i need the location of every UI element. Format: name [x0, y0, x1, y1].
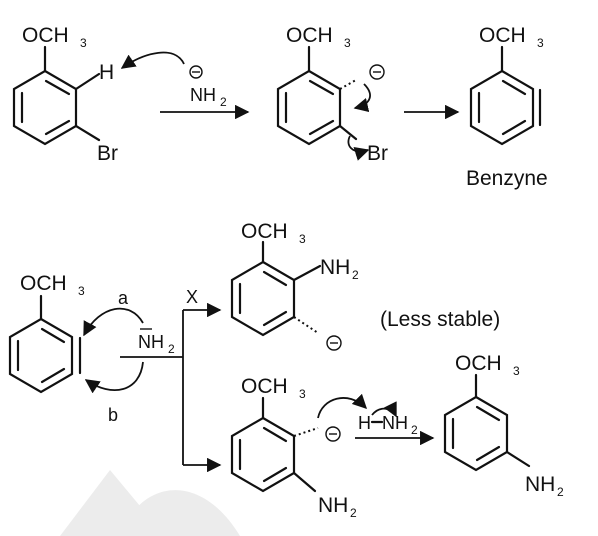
subscript: 3: [537, 36, 544, 50]
molecule-bromoanisole: OCH 3 H Br: [12, 24, 118, 165]
subscript: 3: [299, 232, 306, 246]
path-a-label: a: [118, 288, 129, 308]
methoxy-label: OCH: [20, 272, 67, 295]
subscript: 3: [344, 36, 351, 50]
bromine-label: Br: [367, 142, 388, 165]
methoxy-label: OCH: [479, 24, 526, 47]
benzyne-caption: Benzyne: [466, 167, 548, 190]
subscript: 2: [220, 95, 227, 109]
blocked-path-label: X: [186, 287, 198, 307]
subscript: 3: [299, 387, 306, 401]
subscript: 3: [78, 284, 85, 298]
subscript: 2: [411, 423, 418, 437]
amino-label: NH: [318, 494, 348, 517]
less-stable-caption: (Less stable): [380, 308, 500, 331]
molecule-meta-carbanion: OCH 3 NH 2: [230, 375, 368, 520]
amide-label: NH: [382, 413, 408, 433]
methoxy-label: OCH: [22, 24, 69, 47]
branch-arrows: X: [120, 287, 222, 473]
watermark: [60, 470, 240, 536]
molecule-benzyne: OCH 3 Benzyne: [466, 24, 548, 190]
subscript: 2: [168, 342, 175, 356]
subscript: 3: [80, 36, 87, 50]
hydrogen-label: H: [99, 61, 114, 84]
amide-label: NH: [190, 85, 216, 105]
subscript: 2: [352, 268, 359, 282]
molecule-meta-anisidine: OCH 3 NH 2: [443, 352, 564, 499]
amino-label: NH: [320, 256, 350, 279]
ammonia-reagent: H NH 2: [358, 401, 418, 437]
hydrogen-label: H: [358, 413, 371, 433]
path-b-label: b: [108, 405, 118, 425]
methoxy-label: OCH: [286, 24, 333, 47]
amide-ion-2: NH 2 a b: [83, 288, 175, 425]
subscript: 3: [513, 364, 520, 378]
amino-label: NH: [525, 473, 555, 496]
amide-label: NH: [138, 332, 164, 352]
molecule-benzyne-bottom: OCH 3: [8, 272, 85, 394]
molecule-ortho-carbanion: OCH 3 NH 2 (Less stable): [230, 220, 500, 351]
subscript: 2: [557, 485, 564, 499]
methoxy-label: OCH: [241, 375, 288, 398]
methoxy-label: OCH: [455, 352, 502, 375]
molecule-carbanion: OCH 3 Br: [276, 24, 388, 165]
subscript: 2: [350, 506, 357, 520]
amide-ion-1: NH 2: [120, 51, 227, 109]
bromine-label: Br: [97, 142, 118, 165]
methoxy-label: OCH: [241, 220, 288, 243]
